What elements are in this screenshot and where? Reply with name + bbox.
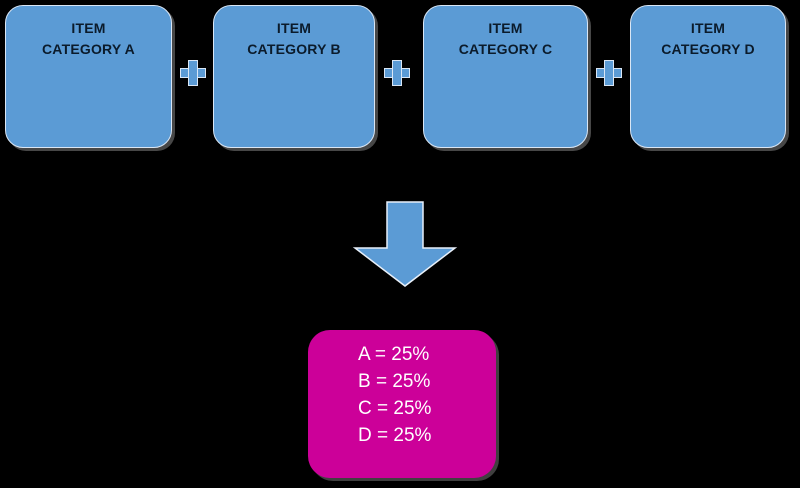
down-arrow-icon bbox=[350, 198, 460, 290]
category-box-a[interactable]: ITEM CATEGORY A bbox=[5, 5, 172, 148]
result-line-b: B = 25% bbox=[358, 371, 431, 392]
plus-icon-1 bbox=[180, 60, 206, 86]
result-line-a: A = 25% bbox=[358, 344, 430, 365]
plus-icon-3 bbox=[596, 60, 622, 86]
category-box-d-line2: CATEGORY D bbox=[661, 41, 755, 57]
result-line-d: D = 25% bbox=[358, 425, 432, 446]
plus-icon-2 bbox=[384, 60, 410, 86]
category-box-b-line2: CATEGORY B bbox=[247, 41, 341, 57]
category-box-c-line2: CATEGORY C bbox=[458, 41, 553, 57]
category-box-b-line1: ITEM bbox=[276, 20, 312, 36]
result-line-c: C = 25% bbox=[358, 398, 432, 419]
category-box-c[interactable]: ITEM CATEGORY C bbox=[423, 5, 588, 148]
category-box-d[interactable]: ITEM CATEGORY D bbox=[630, 5, 786, 148]
category-box-c-line1: ITEM bbox=[488, 20, 523, 36]
category-box-d-line1: ITEM bbox=[690, 20, 726, 36]
category-box-a-line2: CATEGORY A bbox=[41, 41, 135, 57]
result-box[interactable]: A = 25% B = 25% C = 25% D = 25% bbox=[308, 330, 496, 478]
category-box-b[interactable]: ITEM CATEGORY B bbox=[213, 5, 375, 148]
category-box-a-line1: ITEM bbox=[71, 20, 106, 36]
